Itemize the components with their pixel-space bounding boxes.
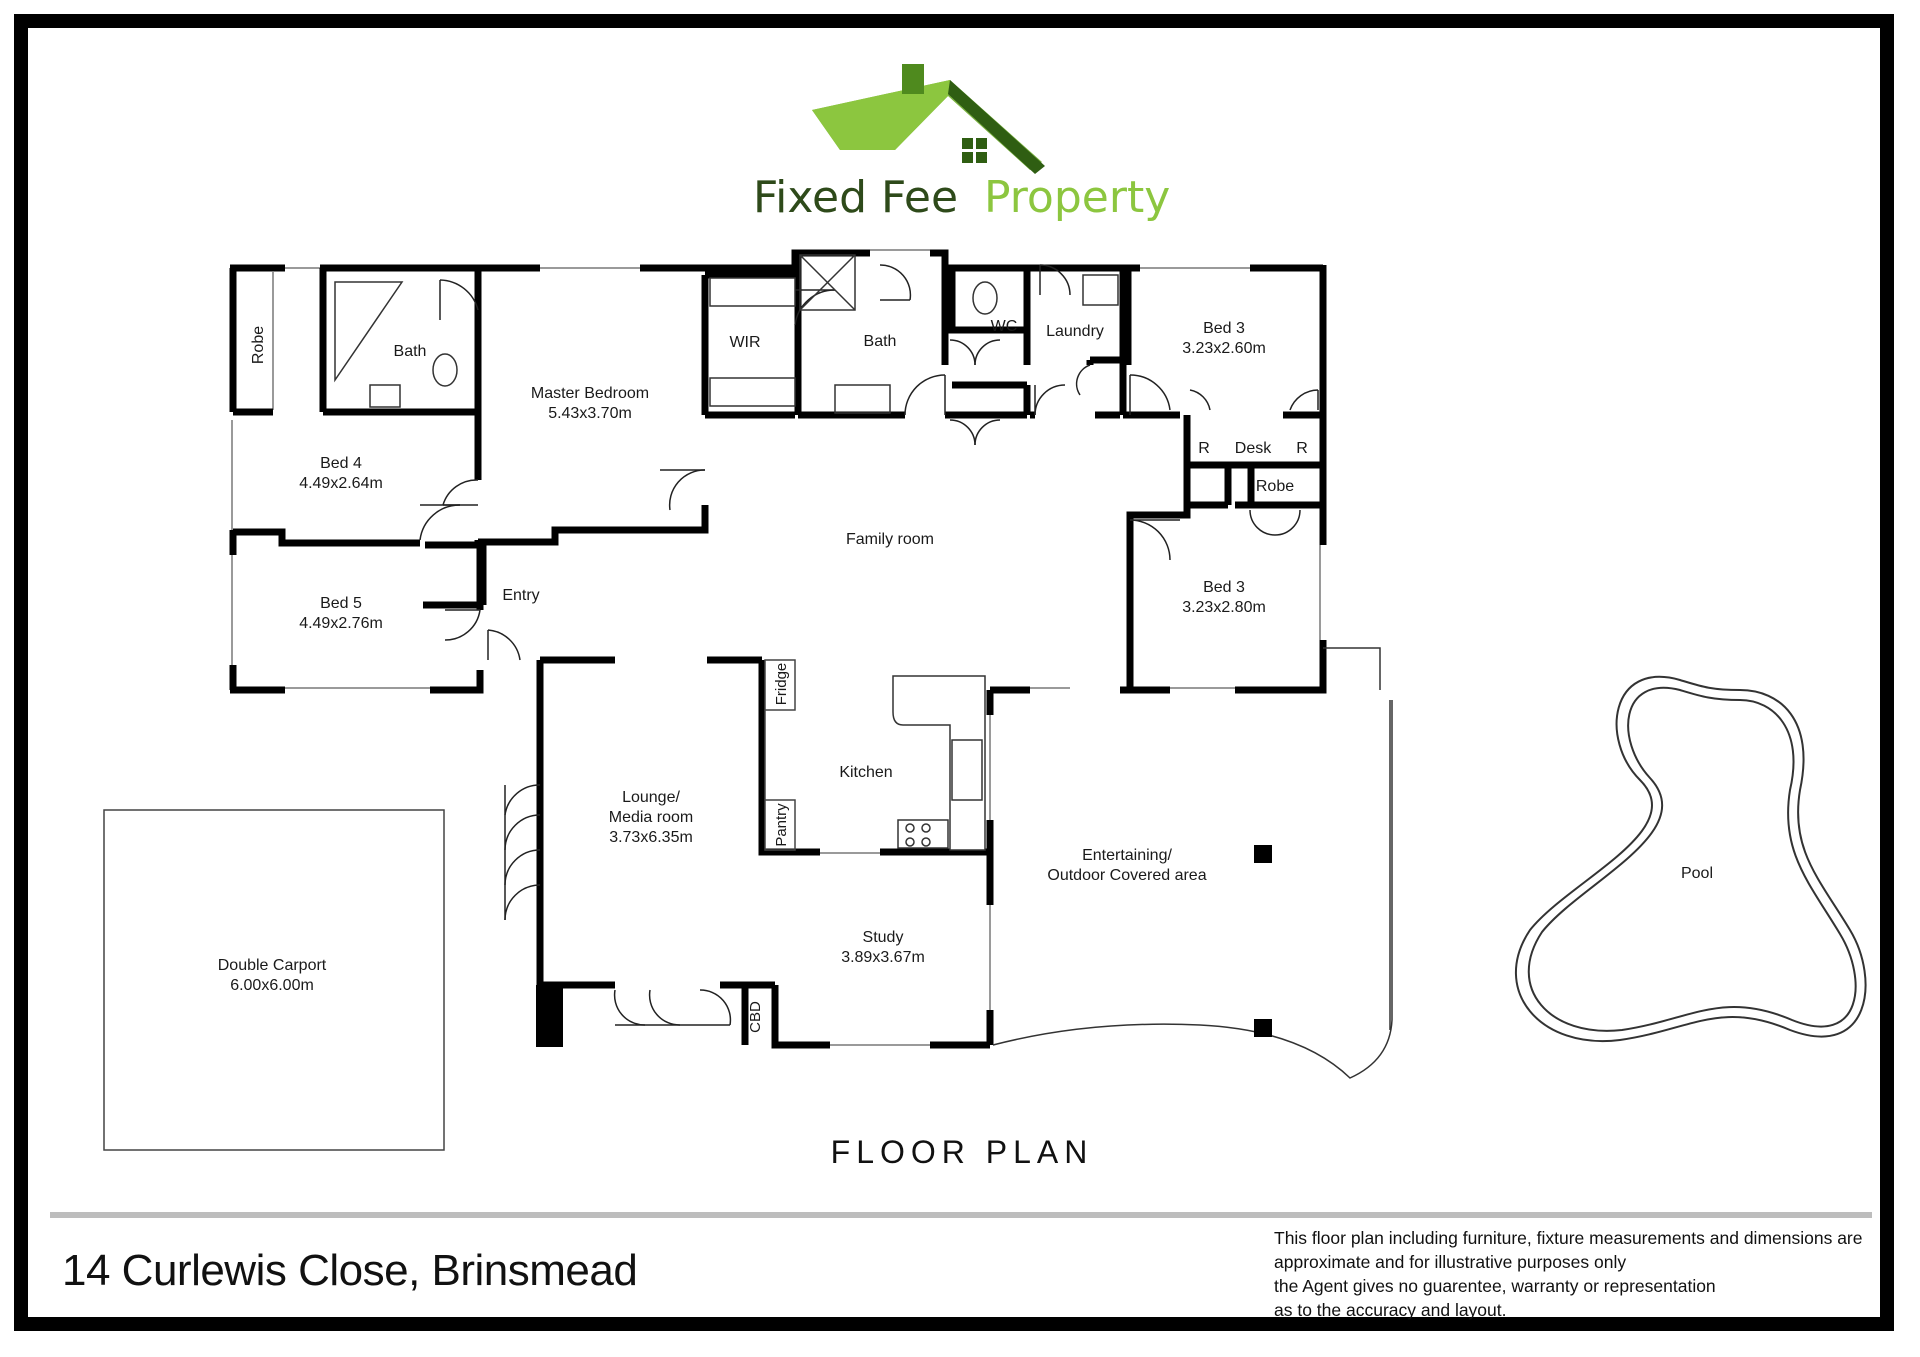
disclaimer-line: the Agent gives no guarentee, warranty o… — [1274, 1276, 1716, 1296]
room-dims-bed3-bottom: 3.23x2.80m — [1182, 599, 1266, 616]
divider-line — [50, 1212, 1872, 1218]
post-marker — [1254, 1019, 1272, 1037]
room-label-lounge-1: Lounge/ — [622, 789, 680, 806]
room-label-r-right: R — [1296, 440, 1308, 457]
room-label-fridge: Fridge — [773, 663, 790, 706]
basin-icon — [834, 384, 891, 414]
room-label-robe-left: Robe — [250, 326, 267, 364]
room-label-bath-mid: Bath — [864, 333, 897, 350]
room-label-robe-right: Robe — [1256, 478, 1294, 495]
room-dims-bed4: 4.49x2.64m — [299, 475, 383, 492]
post-marker — [1254, 845, 1272, 863]
disclaimer: This floor plan including furniture, fix… — [1274, 1226, 1874, 1322]
room-label-lounge-2: Media room — [609, 809, 693, 826]
room-label-family: Family room — [846, 531, 934, 548]
room-label-entry: Entry — [502, 587, 539, 604]
walls — [229, 249, 1327, 1049]
door-swings — [419, 264, 1319, 1026]
brand-name-part1: Fixed Fee — [753, 172, 958, 223]
entertaining-boundary — [992, 647, 1393, 1079]
toilet-icon — [432, 353, 458, 387]
bathtub-icon — [334, 281, 404, 383]
pool — [1514, 676, 1867, 1043]
room-label-entertaining-1: Entertaining/ — [1082, 847, 1172, 864]
room-label-bed3-top: Bed 3 — [1203, 320, 1245, 337]
fridge-pantry-frames — [764, 659, 796, 851]
room-dims-study: 3.89x3.67m — [841, 949, 925, 966]
company-logo: Fixed Fee Property — [753, 64, 1170, 223]
disclaimer-line: This floor plan including furniture, fix… — [1274, 1228, 1863, 1248]
room-label-desk: Desk — [1235, 440, 1272, 457]
room-dims-bed5: 4.49x2.76m — [299, 615, 383, 632]
double-carport — [103, 809, 445, 1151]
room-label-master: Master Bedroom — [531, 385, 649, 402]
room-label-bed5: Bed 5 — [320, 595, 362, 612]
page-frame — [14, 14, 1894, 1331]
room-label-wir: WIR — [729, 334, 760, 351]
room-label-cbd: CBD — [747, 1001, 764, 1033]
window-lines — [231, 249, 1321, 1046]
kitchen-bench — [892, 675, 986, 851]
room-label-carport: Double Carport — [218, 957, 327, 974]
room-label-kitchen: Kitchen — [839, 764, 892, 781]
room-label-bed3-bottom: Bed 3 — [1203, 579, 1245, 596]
logo-window-icon — [962, 138, 987, 163]
room-label-entertaining-2: Outdoor Covered area — [1047, 867, 1206, 884]
shower-icon — [799, 254, 856, 311]
room-dims-lounge: 3.73x6.35m — [609, 829, 693, 846]
room-dims-carport: 6.00x6.00m — [230, 977, 314, 994]
fixtures — [334, 254, 1119, 414]
plan-heading: FLOOR PLAN — [830, 1134, 1094, 1170]
room-label-bath-left: Bath — [394, 343, 427, 360]
property-address: 14 Curlewis Close, Brinsmead — [62, 1246, 638, 1295]
logo-chimney-icon — [902, 64, 924, 94]
disclaimer-line: approximate and for illustrative purpose… — [1274, 1252, 1627, 1272]
basin-icon — [369, 384, 401, 408]
brand-name-part2: Property — [984, 172, 1170, 223]
room-dims-bed3-top: 3.23x2.60m — [1182, 340, 1266, 357]
wall-pillar — [536, 985, 563, 1047]
room-label-r-left: R — [1198, 440, 1210, 457]
room-label-pool: Pool — [1681, 865, 1713, 882]
laundry-tub-icon — [1082, 274, 1119, 306]
room-dims-master: 5.43x3.70m — [548, 405, 632, 422]
room-label-wc: WC — [991, 318, 1018, 335]
room-label-laundry: Laundry — [1046, 323, 1104, 340]
room-label-pantry: Pantry — [773, 803, 790, 847]
disclaimer-line: as to the accuracy and layout. — [1274, 1300, 1507, 1320]
toilet-icon — [972, 281, 998, 315]
room-label-study: Study — [863, 929, 904, 946]
room-label-bed4: Bed 4 — [320, 455, 362, 472]
brand-name: Fixed Fee Property — [753, 172, 1170, 223]
